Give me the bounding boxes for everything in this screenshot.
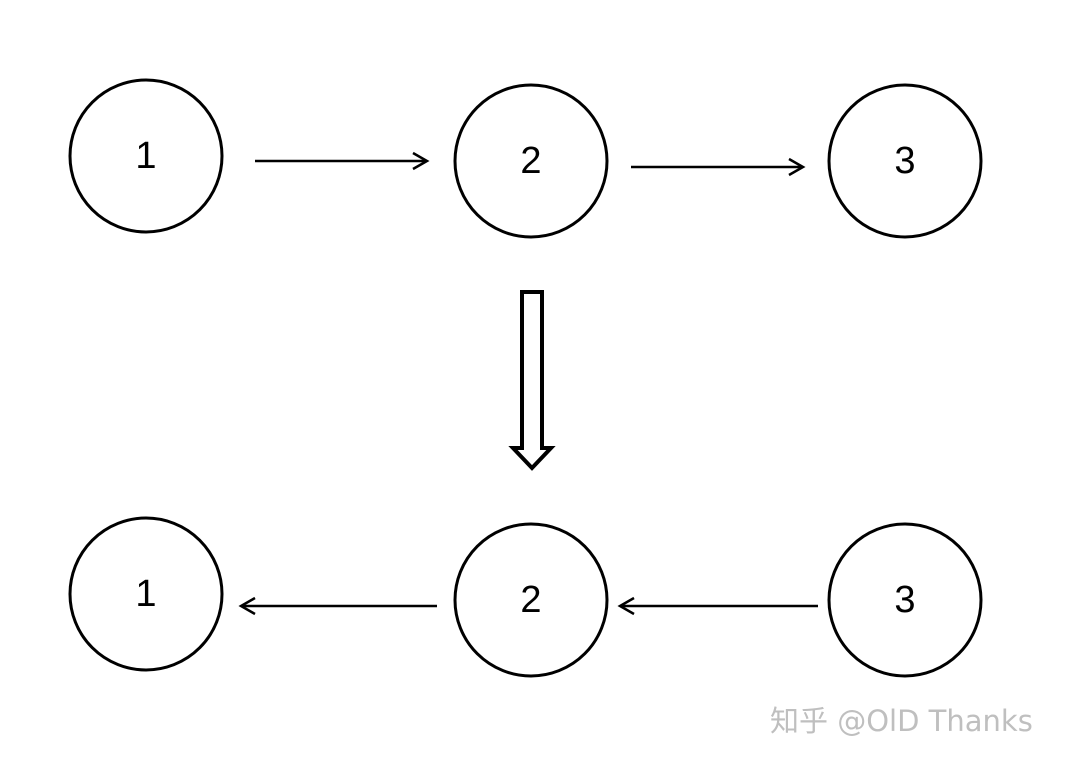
watermark: 知乎 @OlD Thanks (770, 704, 1033, 738)
top-node-3: 3 (827, 83, 983, 239)
top-arrow-1-to-2 (255, 151, 430, 171)
top-node-2: 2 (453, 83, 609, 239)
bottom-node-3-label: 3 (894, 579, 915, 621)
transition-down-arrow (508, 290, 556, 471)
bottom-node-3: 3 (827, 522, 983, 678)
bottom-arrow-2-to-1 (238, 596, 437, 616)
top-node-1: 1 (68, 78, 224, 234)
bottom-node-2-label: 2 (520, 579, 541, 621)
top-node-2-label: 2 (520, 140, 541, 182)
top-arrow-2-to-3 (631, 157, 806, 177)
top-node-1-label: 1 (135, 135, 156, 177)
top-node-3-label: 3 (894, 140, 915, 182)
top-row: 1 2 3 (68, 78, 983, 239)
bottom-node-2: 2 (453, 522, 609, 678)
bottom-row: 1 2 3 (68, 516, 983, 678)
bottom-arrow-3-to-2 (617, 596, 818, 616)
bottom-node-1: 1 (68, 516, 224, 672)
bottom-node-1-label: 1 (135, 573, 156, 615)
